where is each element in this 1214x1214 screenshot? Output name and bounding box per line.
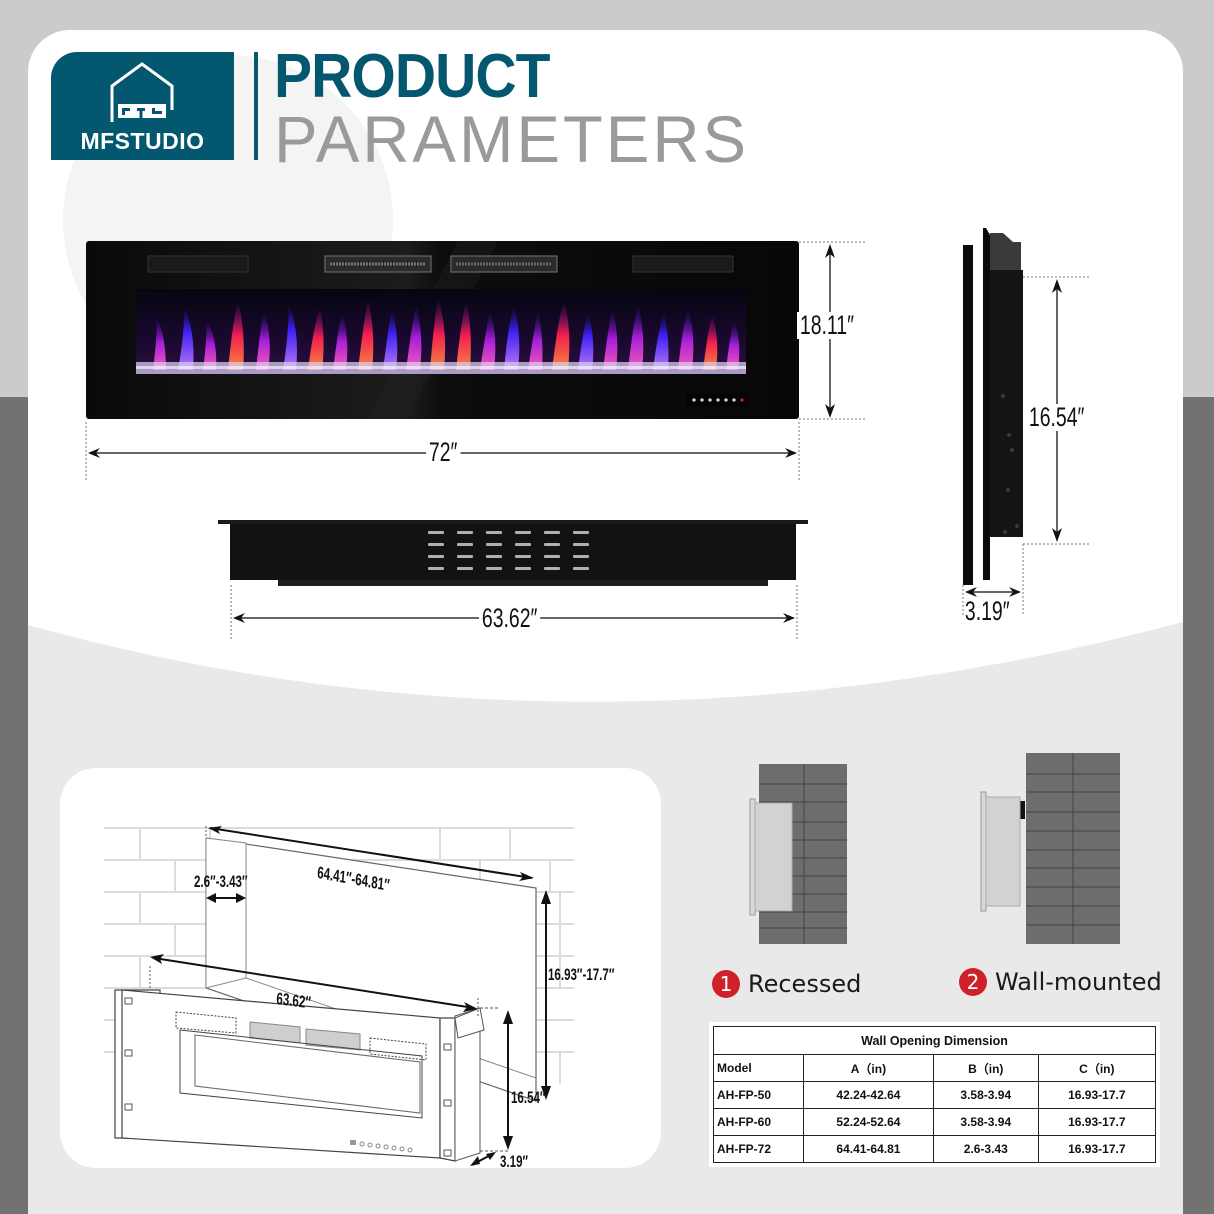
installation-diagram: [104, 826, 574, 1166]
cell-model: AH-FP-72: [713, 1135, 804, 1163]
wall-opening-table: Wall Opening Dimension Model A（in) B（in)…: [709, 1022, 1160, 1167]
cell-c: 16.93-17.7: [1037, 1108, 1157, 1136]
cell-model: AH-FP-60: [713, 1108, 804, 1136]
number-badge: 1: [712, 970, 740, 998]
page-title-primary: PRODUCT: [274, 42, 551, 111]
mount-type-illustrations: [749, 753, 1120, 944]
table-header-row: Model A（in) B（in) C（in): [713, 1054, 1157, 1082]
col-header-model: Model: [713, 1054, 804, 1082]
cell-a: 52.24-52.64: [803, 1108, 934, 1136]
mount-type-label: Wall-mounted: [995, 968, 1162, 996]
table-caption: Wall Opening Dimension: [713, 1026, 1156, 1055]
side-depth-label: 3.19″: [964, 596, 1010, 626]
unit-height-label: 16.54″: [511, 1088, 546, 1107]
recessed-illustration: [749, 764, 847, 944]
table-row: AH-FP-60 52.24-52.64 3.58-3.94 16.93-17.…: [713, 1108, 1157, 1136]
opening-height-label: 16.93″-17.7″: [548, 965, 615, 984]
mount-type-recessed: 1 Recessed: [712, 970, 861, 998]
brand-logo: MFSTUDIO: [51, 52, 234, 160]
unit-depth-label: 3.19″: [500, 1152, 529, 1171]
col-header-c: C（in): [1037, 1054, 1157, 1082]
table-row: AH-FP-50 42.24-42.64 3.58-3.94 16.93-17.…: [713, 1081, 1157, 1109]
col-header-a: A（in): [803, 1054, 934, 1082]
mount-type-label: Recessed: [748, 970, 862, 998]
flames: [153, 298, 740, 370]
top-width-label: 63.62″: [479, 605, 541, 632]
mount-type-wall-mounted: 2 Wall-mounted: [959, 968, 1162, 996]
number-badge: 2: [959, 968, 987, 996]
cell-b: 3.58-3.94: [932, 1081, 1039, 1109]
unit-width-label: 63.62″: [275, 989, 312, 1013]
front-height-label: 18.11″: [797, 312, 857, 339]
cell-b: 2.6-3.43: [932, 1135, 1039, 1163]
cell-a: 64.41-64.81: [803, 1135, 934, 1163]
table-row: AH-FP-72 64.41-64.81 2.6-3.43 16.93-17.7: [713, 1135, 1157, 1163]
side-height-label: 16.54″: [1026, 404, 1088, 431]
opening-depth-label: 2.6″-3.43″: [194, 872, 248, 891]
product-card: MFSTUDIO PRODUCT PARAMETERS: [28, 30, 1183, 1214]
front-view-drawing: [85, 228, 1090, 640]
header-divider: [254, 52, 258, 160]
brand-name: MFSTUDIO: [80, 128, 205, 154]
cell-c: 16.93-17.7: [1037, 1135, 1157, 1163]
cell-model: AH-FP-50: [713, 1081, 804, 1109]
cell-c: 16.93-17.7: [1037, 1081, 1157, 1109]
house-logo-icon: [110, 62, 174, 122]
wall-mounted-illustration: [980, 753, 1120, 944]
front-width-label: 72″: [426, 439, 461, 466]
installation-diagram-panel: 64.41″-64.81″ 2.6″-3.43″ 16.93″-17.7″ 63…: [60, 768, 661, 1171]
col-header-b: B（in): [932, 1054, 1039, 1082]
page-title-secondary: PARAMETERS: [274, 102, 750, 176]
cell-a: 42.24-42.64: [803, 1081, 934, 1109]
cell-b: 3.58-3.94: [932, 1108, 1039, 1136]
